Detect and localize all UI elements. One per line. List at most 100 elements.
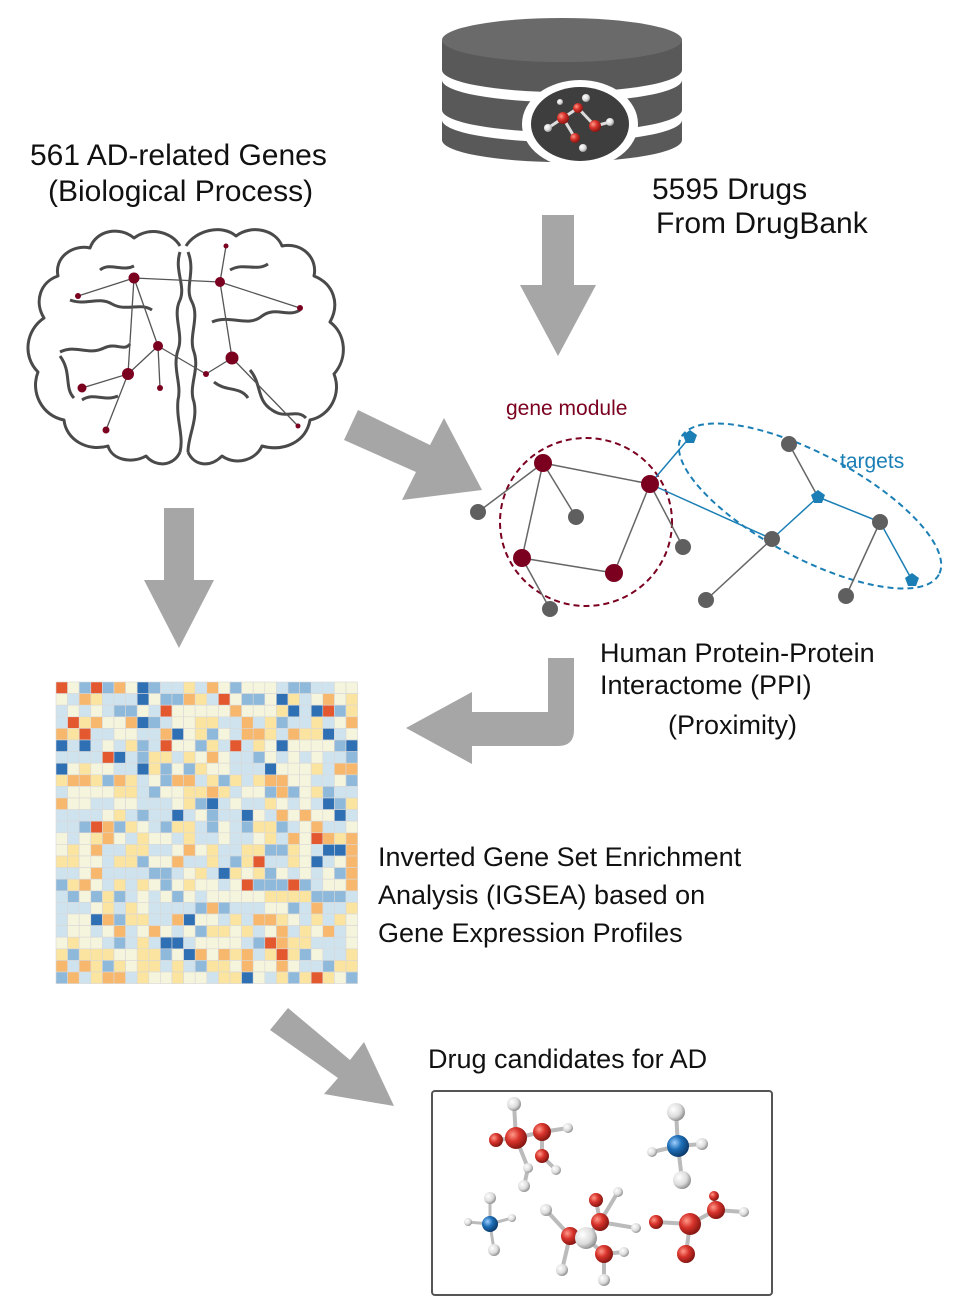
heatmap-cell <box>241 913 254 926</box>
heatmap-cell <box>229 797 242 810</box>
heatmap-cell <box>310 948 324 961</box>
heatmap-cell <box>252 751 266 764</box>
heatmap-cell <box>171 681 184 694</box>
heatmap-cell <box>299 890 312 903</box>
heatmap-cell <box>345 820 358 834</box>
heatmap-cell <box>90 739 103 752</box>
heatmap-cell <box>194 867 208 880</box>
heatmap-cell <box>310 936 324 950</box>
molecule-2-icon <box>647 1103 708 1189</box>
heatmap-cell <box>183 704 196 718</box>
heatmap-cell <box>345 809 358 822</box>
heatmap-cell <box>102 913 115 926</box>
heatmap-cell <box>276 878 289 892</box>
heatmap-cell <box>252 716 266 729</box>
heatmap-cell <box>55 716 68 729</box>
heatmap-cell <box>218 971 231 984</box>
heatmap-cell <box>102 681 115 694</box>
heatmap-cell <box>241 786 254 799</box>
heatmap-cell <box>55 728 68 741</box>
heatmap-cell <box>218 762 231 776</box>
heatmap-cell <box>276 936 289 950</box>
heatmap-cell <box>287 844 300 857</box>
heatmap-cell <box>310 704 324 718</box>
heatmap-cell <box>218 681 231 694</box>
heatmap-cell <box>299 878 312 892</box>
heatmap-cell <box>194 844 208 857</box>
heatmap-cell <box>206 762 219 776</box>
heatmap-cell <box>78 809 92 822</box>
heatmap-cell <box>287 913 300 926</box>
heatmap-cell <box>334 878 347 892</box>
heatmap-cell <box>264 890 277 903</box>
heatmap-cell <box>218 751 231 764</box>
heatmap-cell <box>102 844 115 857</box>
heatmap-cell <box>334 890 347 903</box>
heatmap-cell <box>229 971 242 984</box>
heatmap-cell <box>78 844 92 857</box>
heatmap-cell <box>206 867 219 880</box>
heatmap-cell <box>264 681 277 694</box>
heatmap-cell <box>67 693 80 706</box>
heatmap-cell <box>183 774 196 787</box>
heatmap-cell <box>148 902 161 915</box>
targets-ellipse <box>677 422 943 590</box>
heatmap-cell <box>229 948 242 961</box>
heatmap-cell <box>102 948 115 961</box>
heatmap-cell <box>218 774 231 787</box>
heatmap-cell <box>218 867 231 880</box>
heatmap-cell <box>55 797 68 810</box>
heatmap-cell <box>241 902 254 915</box>
heatmap-cell <box>276 739 289 752</box>
arrow-heatmap-to-candidates <box>270 1008 394 1106</box>
heatmap-cell <box>218 936 231 950</box>
heatmap-cell <box>276 716 289 729</box>
heatmap-cell <box>125 936 138 950</box>
heatmap-cell <box>345 832 358 845</box>
molecule-icon <box>544 94 614 152</box>
heatmap-cell <box>78 855 92 868</box>
heatmap-cell <box>148 948 161 961</box>
heatmap-cell <box>90 704 103 718</box>
heatmap-cell <box>310 925 324 938</box>
heatmap-cell <box>148 728 161 741</box>
heatmap-cell <box>67 936 80 950</box>
heatmap-cell <box>276 809 289 822</box>
heatmap-cell <box>55 878 68 892</box>
heatmap-cell <box>218 820 231 834</box>
heatmap-cell <box>264 948 277 961</box>
heatmap-cell <box>264 728 277 741</box>
drugs-title-line1: 5595 Drugs <box>652 173 808 206</box>
ppi-network <box>470 422 943 617</box>
heatmap-cell <box>310 786 324 799</box>
heatmap-cell <box>67 786 80 799</box>
heatmap-cell <box>206 681 219 694</box>
heatmap-cell <box>206 832 219 845</box>
heatmap-cell <box>160 693 173 706</box>
heatmap-cell <box>299 867 312 880</box>
heatmap-cell <box>136 716 150 729</box>
heatmap-cell <box>218 844 231 857</box>
heatmap-cell <box>148 925 161 938</box>
heatmap-cell <box>183 751 196 764</box>
heatmap-cell <box>264 878 277 892</box>
heatmap-cell <box>345 890 358 903</box>
heatmap-cell <box>55 925 68 938</box>
heatmap-cell <box>218 739 231 752</box>
heatmap-cell <box>322 948 335 961</box>
heatmap-cell <box>67 820 80 834</box>
heatmap-cell <box>206 960 219 973</box>
heatmap-cell <box>252 913 266 926</box>
molecule-3-icon <box>464 1192 516 1256</box>
heatmap-cell <box>194 786 208 799</box>
heatmap-cell <box>206 774 219 787</box>
heatmap-cell <box>194 809 208 822</box>
heatmap-cell <box>67 855 80 868</box>
heatmap-cell <box>252 925 266 938</box>
heatmap-cell <box>252 844 266 857</box>
heatmap-cell <box>334 971 347 984</box>
heatmap-cell <box>276 832 289 845</box>
database-icon <box>442 18 682 168</box>
heatmap-cell <box>322 890 335 903</box>
heatmap-cell <box>194 704 208 718</box>
